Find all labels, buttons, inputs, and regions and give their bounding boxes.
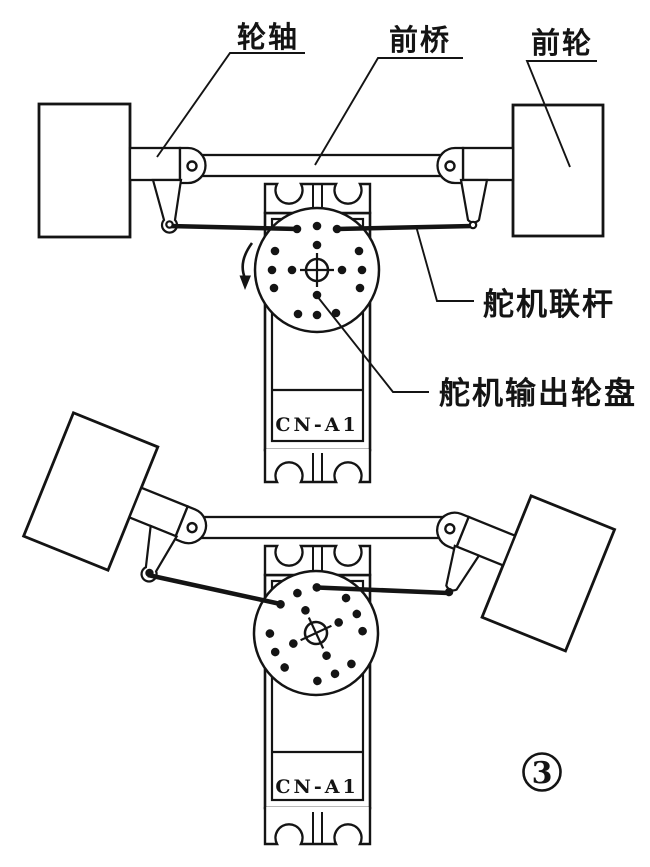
- rotation-arrow: [239, 242, 254, 290]
- servo-model-label: CN-A1: [275, 776, 358, 798]
- label-servo-linkage: 舵机联杆: [483, 287, 615, 323]
- leader-front-wheel: [525, 60, 597, 168]
- servo-linkage-rod-left: [168, 223, 299, 232]
- horn-rotating-parts: [265, 583, 367, 686]
- horn-hole-dot: [358, 626, 367, 636]
- horn-hole-dot: [331, 308, 341, 318]
- left-wheel-assembly: [37, 102, 207, 239]
- kingpin-hole-left: [186, 521, 198, 534]
- horn-hole-dot: [287, 265, 297, 275]
- kingpin-hole-right: [444, 160, 456, 172]
- servo-linkage-rod-left: [147, 572, 281, 607]
- horn-hole-dot: [322, 651, 331, 660]
- tie-rod-ball-right: [468, 220, 478, 230]
- label-front-axle: 前桥: [389, 23, 451, 57]
- horn-hole-dot: [270, 246, 280, 256]
- steering-arm-left: [140, 524, 179, 583]
- tie-rod-ball-left: [165, 220, 174, 229]
- servo-linkage-rod-right: [335, 223, 474, 232]
- front-wheel-right: [511, 103, 605, 238]
- label-wheel-axle: 轮轴: [237, 20, 299, 54]
- servo-mount-flange-upper: [263, 544, 372, 576]
- servo-mount-flange-lower: [263, 807, 372, 846]
- label-front-wheel: 前轮: [531, 26, 593, 60]
- horn-hole-dot: [352, 609, 362, 619]
- horn-hole-dot: [293, 588, 302, 598]
- horn-hole-dot: [313, 676, 322, 686]
- kingpin-hole-right: [444, 523, 456, 535]
- horn-hole-dot: [267, 265, 277, 275]
- mechanism-straight: CN-A1: [37, 102, 605, 484]
- horn-hole-dot: [312, 221, 322, 231]
- servo-model-label: CN-A1: [275, 414, 358, 436]
- leader-servo-linkage: [415, 225, 474, 302]
- horn-hole-dot: [280, 663, 289, 672]
- horn-hole-dot: [265, 629, 275, 638]
- servo-linkage-rod-right: [316, 585, 449, 596]
- horn-hole-dot: [354, 246, 364, 256]
- horn-hole-dot: [293, 309, 303, 319]
- right-wheel-assembly-turned: [436, 493, 617, 653]
- mechanism-turned: CN-A1: [21, 411, 617, 846]
- horn-hole-dot: [337, 265, 347, 275]
- horn-hole-dot: [334, 618, 343, 627]
- servo-horn-top: [253, 206, 381, 334]
- left-wheel-assembly-turned: [21, 411, 208, 583]
- servo-mount-flange-lower: [263, 449, 372, 484]
- servo-horn-bottom: [252, 569, 380, 697]
- leader-wheel-axle: [156, 52, 305, 158]
- figure-number: 3: [522, 752, 562, 792]
- horn-hole-dot: [355, 283, 365, 293]
- right-wheel-assembly: [436, 103, 605, 238]
- front-axle-beam: [198, 153, 445, 178]
- front-wheel-left: [21, 411, 160, 573]
- steering-arm-right: [445, 544, 481, 592]
- front-wheel-right: [480, 493, 617, 653]
- horn-hole-dot: [289, 639, 298, 648]
- callouts: 轮轴 前桥 前轮 舵机联杆 舵机输出轮盘: [156, 20, 637, 412]
- horn-hole-dot: [312, 240, 322, 250]
- front-wheel-left: [37, 102, 132, 239]
- servo-mount-flange-upper: [263, 182, 372, 214]
- steering-arm-left: [151, 178, 183, 234]
- horn-hole-dot: [312, 310, 322, 320]
- horn-hole-dot: [357, 265, 367, 275]
- wheel-axle-stub-left: [128, 146, 182, 182]
- label-servo-output-disc: 舵机输出轮盘: [439, 376, 637, 412]
- horn-hole-dot: [269, 283, 279, 293]
- wheel-axle-stub-right: [461, 146, 515, 182]
- figure-number-circle: [522, 752, 562, 792]
- horn-hub: [304, 257, 330, 283]
- horn-hub: [303, 620, 329, 646]
- horn-hole-dot: [301, 606, 310, 615]
- kingpin-hole-left: [186, 160, 198, 172]
- horn-hole-dot: [312, 290, 322, 300]
- horn-hole-dot: [341, 593, 351, 603]
- leader-servo-output-disc: [316, 295, 429, 393]
- leader-front-axle: [314, 57, 463, 166]
- figure-number-text: 3: [532, 756, 553, 791]
- horn-hole-dot: [270, 647, 280, 657]
- front-axle-beam: [198, 515, 445, 540]
- horn-hole-dot: [330, 669, 340, 679]
- steering-arm-right: [459, 178, 489, 224]
- horn-hole-dot: [347, 659, 356, 669]
